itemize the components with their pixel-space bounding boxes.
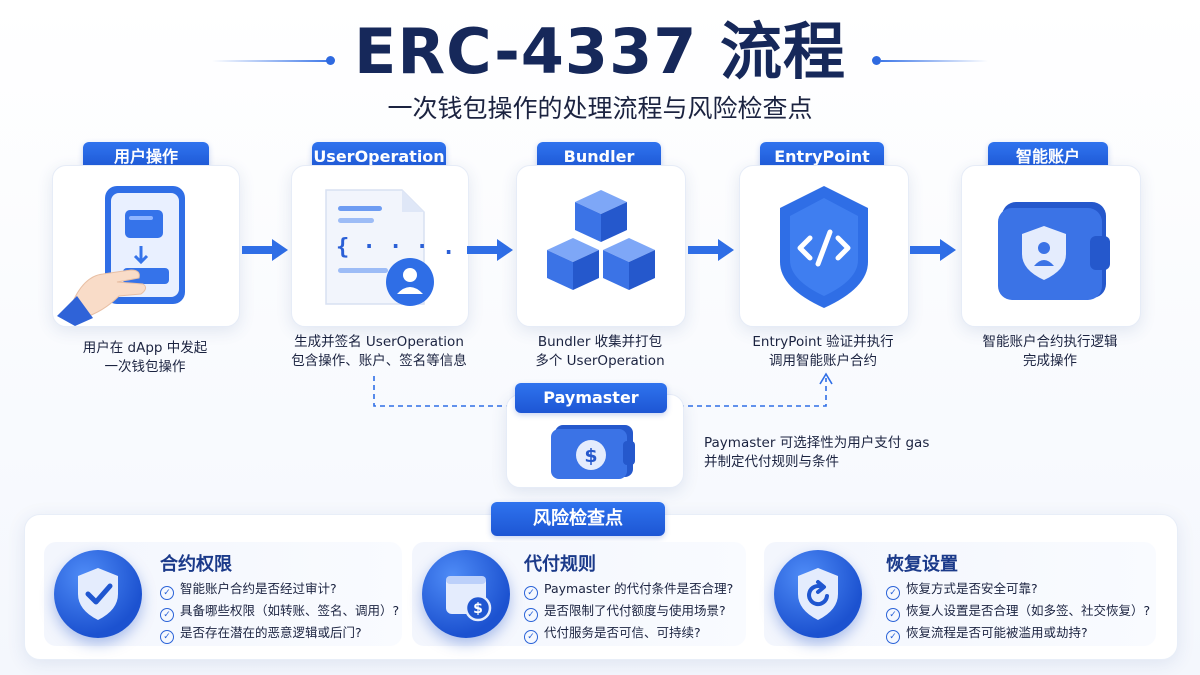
wallet-dollar-icon: $ (551, 425, 635, 479)
wallet-shield-icon (998, 202, 1110, 300)
title-decor-dot-left (326, 56, 335, 65)
risk-item: ✓智能账户合约是否经过审计? (160, 578, 399, 600)
flow-arrow-1 (242, 239, 288, 261)
shield-recover-icon (774, 550, 862, 638)
paymaster-connector (373, 372, 833, 407)
check-circle-icon: ✓ (524, 586, 538, 600)
step-card-entrypoint (739, 165, 909, 327)
step-card-user-action (52, 165, 240, 327)
step-desc-bundler: Bundler 收集并打包 多个 UserOperation (535, 334, 665, 369)
wallet-dollar-icon: $ (422, 550, 510, 638)
check-circle-icon: ✓ (160, 608, 174, 622)
page-subtitle: 一次钱包操作的处理流程与风险检查点 (387, 94, 813, 123)
phone-tap-icon (57, 186, 185, 326)
step-desc-entrypoint: EntryPoint 验证并执行 调用智能账户合约 (752, 334, 894, 369)
check-circle-icon: ✓ (160, 586, 174, 600)
check-circle-icon: ✓ (160, 630, 174, 644)
step-card-useroperation: { · · · . (291, 165, 469, 327)
check-circle-icon: ✓ (886, 630, 900, 644)
document-user-icon: { · · · . (325, 189, 455, 306)
title-decor-line-left (212, 60, 330, 62)
check-circle-icon: ✓ (524, 608, 538, 622)
shield-check-icon (54, 550, 142, 638)
risk-item: ✓具备哪些权限（如转账、签名、调用）? (160, 600, 399, 622)
risk-list-gas-sponsorship: ✓Paymaster 的代付条件是否合理? ✓是否限制了代付额度与使用场景? ✓… (524, 578, 733, 644)
risk-card-title: 代付规则 (524, 554, 596, 575)
risk-item: ✓是否存在潜在的恶意逻辑或后门? (160, 622, 399, 644)
risk-item: ✓代付服务是否可信、可持续? (524, 622, 733, 644)
step-card-bundler (516, 165, 686, 327)
risk-section-title: 风险检查点 (491, 502, 665, 536)
step-desc-user-action: 用户在 dApp 中发起 一次钱包操作 (82, 340, 208, 375)
paymaster-desc: Paymaster 可选择性为用户支付 gas 并制定代付规则与条件 (704, 435, 930, 470)
step-desc-useroperation: 生成并签名 UserOperation 包含操作、账户、签名等信息 (291, 334, 467, 369)
risk-card-title: 恢复设置 (886, 554, 958, 575)
risk-item: ✓恢复方式是否安全可靠? (886, 578, 1150, 600)
page-title: ERC-4337 流程 (354, 15, 846, 88)
title-decor-line-right (880, 60, 988, 62)
risk-list-recovery: ✓恢复方式是否安全可靠? ✓恢复人设置是否合理（如多签、社交恢复）? ✓恢复流程… (886, 578, 1150, 644)
risk-item: ✓恢复人设置是否合理（如多签、社交恢复）? (886, 600, 1150, 622)
risk-item: ✓恢复流程是否可能被滥用或劫持? (886, 622, 1150, 644)
title-decor-dot-right (872, 56, 881, 65)
svg-text:$: $ (473, 601, 483, 617)
flow-arrow-2 (467, 239, 513, 261)
svg-text:{ · · · .: { · · · . (336, 235, 455, 260)
cubes-stack-icon (547, 190, 655, 290)
code-shield-icon (780, 186, 868, 308)
risk-list-contract-permission: ✓智能账户合约是否经过审计? ✓具备哪些权限（如转账、签名、调用）? ✓是否存在… (160, 578, 399, 644)
flow-arrow-3 (688, 239, 734, 261)
check-circle-icon: ✓ (524, 630, 538, 644)
risk-item: ✓是否限制了代付额度与使用场景? (524, 600, 733, 622)
svg-text:$: $ (584, 445, 597, 467)
step-card-smart-account (961, 165, 1141, 327)
risk-item: ✓Paymaster 的代付条件是否合理? (524, 578, 733, 600)
paymaster-label: Paymaster (515, 383, 667, 413)
check-circle-icon: ✓ (886, 586, 900, 600)
step-desc-smart-account: 智能账户合约执行逻辑 完成操作 (982, 334, 1118, 369)
risk-card-title: 合约权限 (160, 554, 232, 575)
flow-arrow-4 (910, 239, 956, 261)
check-circle-icon: ✓ (886, 608, 900, 622)
